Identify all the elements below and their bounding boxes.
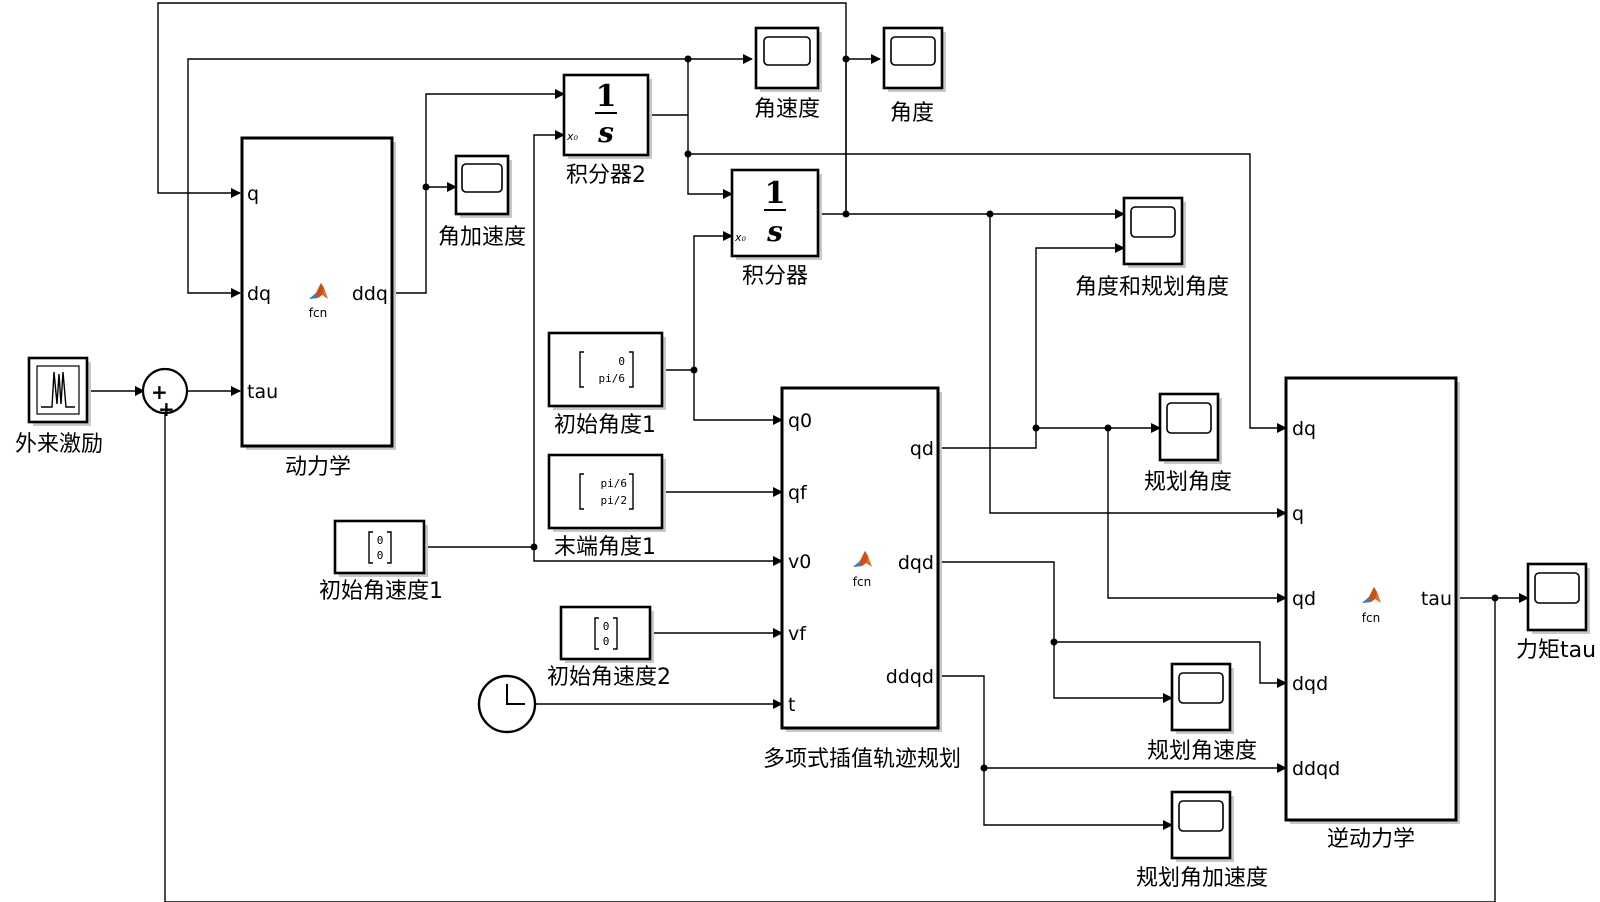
sum-sign-bottom: + — [158, 397, 175, 421]
scope-icon — [890, 36, 936, 66]
sum-sign-left: + — [151, 380, 168, 404]
port-tau: tau — [247, 381, 278, 403]
port-dq: dq — [1292, 418, 1316, 440]
dynamics-block[interactable]: q dq tau ddq fcn — [240, 136, 396, 450]
value-row-2: 0 — [603, 635, 610, 648]
initial-velocity2-label: 初始角速度2 — [547, 665, 671, 690]
state-port: x₀ — [734, 231, 747, 244]
scope-planned-angle[interactable] — [1158, 392, 1222, 464]
value-row-1: 0 — [603, 620, 610, 633]
initial-angle1-block[interactable]: 0 pi/6 — [547, 331, 666, 410]
scope-planned-angle-label: 规划角度 — [1144, 470, 1232, 495]
scope-torque[interactable] — [1526, 562, 1590, 634]
end-angle1-block[interactable]: pi/6 pi/2 — [547, 453, 666, 532]
state-port: x₀ — [566, 130, 579, 143]
scope-icon — [1130, 206, 1176, 238]
trajectory-planner-label: 多项式插值轨迹规划 — [763, 747, 961, 772]
scope-angular-velocity[interactable] — [754, 26, 822, 92]
denominator: s — [597, 116, 614, 149]
initial-angle1-label: 初始角度1 — [554, 413, 656, 438]
sum-block[interactable]: + + — [141, 367, 189, 421]
port-t: t — [788, 694, 795, 716]
scope-icon — [1166, 402, 1212, 434]
value-row-2: pi/2 — [601, 494, 628, 507]
integrator-block[interactable]: 1 s x₀ — [730, 168, 822, 260]
scope-planned-velocity-label: 规划角速度 — [1147, 739, 1257, 764]
fcn-icon-text: fcn — [853, 575, 871, 589]
scope-angle[interactable] — [882, 26, 946, 92]
port-qf: qf — [788, 482, 808, 504]
value-row-2: 0 — [377, 549, 384, 562]
numerator: 1 — [765, 176, 786, 211]
port-dqd: dqd — [898, 552, 934, 574]
numerator: 1 — [596, 79, 617, 114]
port-vf: vf — [788, 623, 807, 645]
dynamics-label: 动力学 — [285, 455, 351, 480]
fcn-icon-text: fcn — [1362, 611, 1380, 625]
disturbance-source-block[interactable] — [27, 356, 91, 426]
value-row-1: 0 — [377, 534, 384, 547]
scope-angular-acceleration[interactable] — [454, 154, 512, 218]
scope-planned-velocity[interactable] — [1170, 662, 1234, 734]
waveform-icon — [41, 371, 75, 408]
scope-icon — [1534, 572, 1580, 604]
port-qd: qd — [1292, 588, 1316, 610]
scope-planned-acceleration[interactable] — [1170, 790, 1234, 862]
port-dq: dq — [247, 283, 271, 305]
port-q: q — [1292, 503, 1304, 525]
port-ddqd: ddqd — [886, 666, 934, 688]
port-q0: q0 — [788, 410, 812, 432]
initial-velocity2-block[interactable]: 0 0 — [559, 605, 654, 663]
scope-angular-acceleration-label: 角加速度 — [438, 225, 526, 250]
integrator2-block[interactable]: 1 s x₀ — [562, 73, 652, 159]
scope-icon — [1178, 672, 1224, 704]
clock-block[interactable] — [477, 674, 537, 734]
port-ddq: ddq — [352, 283, 388, 305]
port-q: q — [247, 183, 259, 205]
scope-torque-label: 力矩tau — [1516, 638, 1596, 663]
port-ddqd: ddqd — [1292, 758, 1340, 780]
signal-lines — [88, 2, 1529, 902]
trajectory-planner-block[interactable]: q0 qf v0 vf t qd dqd ddqd fcn — [780, 386, 942, 732]
disturbance-label: 外来激励 — [15, 432, 103, 457]
scope-angle-and-planned-label: 角度和规划角度 — [1075, 275, 1229, 300]
initial-velocity1-label: 初始角速度1 — [319, 579, 443, 604]
initial-velocity1-block[interactable]: 0 0 — [333, 519, 428, 577]
value-row-1: pi/6 — [601, 477, 628, 490]
fcn-icon-text: fcn — [309, 306, 327, 320]
scope-icon — [461, 163, 503, 193]
scope-icon — [763, 36, 811, 66]
port-dqd: dqd — [1292, 673, 1328, 695]
port-tau-out: tau — [1421, 588, 1452, 610]
branch-points — [422, 55, 1499, 772]
port-qd: qd — [910, 438, 934, 460]
scope-angular-velocity-label: 角速度 — [754, 97, 820, 122]
value-row-2: pi/6 — [599, 372, 626, 385]
port-v0: v0 — [788, 551, 811, 573]
clock-icon — [506, 684, 525, 705]
scope-angle-label: 角度 — [890, 101, 934, 126]
end-angle1-label: 末端角度1 — [554, 535, 656, 560]
integrator-label: 积分器 — [742, 264, 808, 289]
integrator2-label: 积分器2 — [566, 163, 646, 188]
denominator: s — [766, 215, 783, 248]
inverse-dynamics-label: 逆动力学 — [1327, 827, 1415, 852]
scope-planned-acceleration-label: 规划角加速度 — [1136, 866, 1268, 891]
scope-icon — [1178, 800, 1224, 832]
scope-angle-and-planned[interactable] — [1122, 196, 1186, 268]
value-row-1: 0 — [618, 355, 625, 368]
inverse-dynamics-block[interactable]: dq q qd dqd ddqd tau fcn — [1284, 376, 1460, 824]
